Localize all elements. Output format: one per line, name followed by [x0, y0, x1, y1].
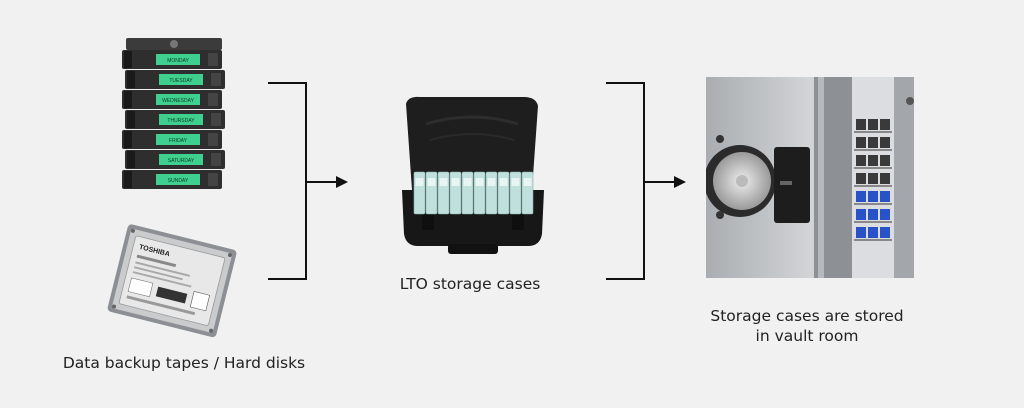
vault-bin: [868, 173, 878, 184]
vault-bin: [868, 155, 878, 166]
tape-cartridge: FRIDAY: [122, 130, 222, 149]
vault-bin: [856, 173, 866, 184]
vault-shelf: [854, 203, 892, 205]
vault-bin: [856, 155, 866, 166]
vault-shelf: [854, 131, 892, 133]
vault-bin: [856, 191, 866, 202]
vault-bin: [868, 119, 878, 130]
vault-bin: [880, 227, 890, 238]
vault-room-image: [706, 77, 914, 278]
tape-label-text: WEDNESDAY: [162, 98, 195, 104]
vault-bin: [868, 137, 878, 148]
tape-label-text: SUNDAY: [168, 178, 189, 184]
tape-label-text: SATURDAY: [168, 158, 195, 164]
vault-bin: [868, 227, 878, 238]
vault-bin: [880, 173, 890, 184]
lto-cartridge-label: [451, 178, 460, 186]
vault-bin: [880, 137, 890, 148]
lto-cartridge-label: [463, 178, 472, 186]
bracket-arrow-2: [606, 80, 690, 284]
vault-shelf: [854, 221, 892, 223]
vault-bin: [868, 209, 878, 220]
lto-cartridge-label: [475, 178, 484, 186]
vault-shelf: [854, 185, 892, 187]
lto-case-image: [396, 94, 550, 260]
tape-cartridge: TUESDAY: [125, 70, 225, 89]
vault-bin: [856, 209, 866, 220]
tape-cartridge: MONDAY: [122, 50, 222, 69]
tape-label-text: THURSDAY: [167, 118, 195, 124]
lto-cartridge-label: [523, 178, 532, 186]
lto-cartridge-label: [427, 178, 436, 186]
tape-cartridge: THURSDAY: [125, 110, 225, 129]
vault-bin: [880, 119, 890, 130]
vault-shelf: [854, 167, 892, 169]
vault-bin: [856, 119, 866, 130]
tape-label-text: TUESDAY: [169, 78, 193, 84]
tape-cartridge: SATURDAY: [125, 150, 225, 169]
tape-label-text: FRIDAY: [169, 138, 188, 144]
vault-bin: [880, 191, 890, 202]
caption-vault-line-2: in vault room: [755, 327, 859, 345]
lto-cartridge-label: [511, 178, 520, 186]
vault-shelf: [854, 239, 892, 241]
caption-lto-cases: LTO storage cases: [399, 275, 541, 293]
vault-shelf: [854, 149, 892, 151]
tape-cartridge: SUNDAY: [122, 170, 222, 189]
vault-bin: [880, 155, 890, 166]
tape-label-text: MONDAY: [167, 58, 189, 64]
lto-cartridge-label: [415, 178, 424, 186]
caption-backup-media: Data backup tapes / Hard disks: [62, 354, 306, 372]
lto-cartridge-label: [499, 178, 508, 186]
bracket-arrow-1: [268, 80, 352, 284]
vault-bin: [856, 137, 866, 148]
tape-stack-image: MONDAY TUESDAY WEDNESDAY THURSDAY FRIDAY SATU…: [118, 34, 230, 194]
caption-vault-line-1: Storage cases are stored: [710, 307, 904, 325]
lto-cartridge-label: [487, 178, 496, 186]
vault-bin: [856, 227, 866, 238]
hard-disk-image: TOSHIBA: [102, 222, 244, 340]
vault-bin: [880, 209, 890, 220]
tape-cartridge: WEDNESDAY: [122, 90, 222, 109]
vault-bin: [868, 191, 878, 202]
lto-cartridge-label: [439, 178, 448, 186]
